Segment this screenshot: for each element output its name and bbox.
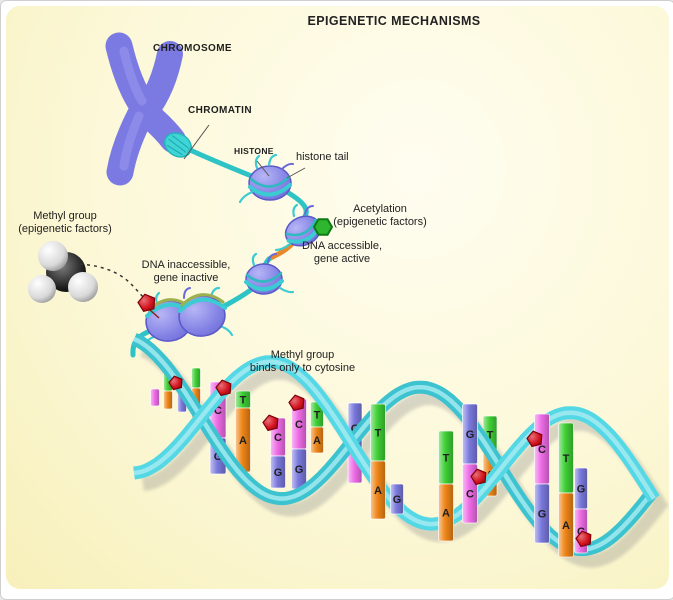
base-letter: C xyxy=(466,489,474,501)
label-methyl-group: Methyl group (epigenetic factors) xyxy=(18,210,112,235)
centromere-cap xyxy=(164,132,192,158)
histone-tail-pointer-line xyxy=(286,167,306,179)
chromosome xyxy=(105,32,186,186)
base-letter: C xyxy=(214,405,222,417)
base-letter: G xyxy=(577,484,586,496)
histone-1 xyxy=(238,153,294,204)
base-bar-A xyxy=(310,426,324,454)
methyl-marks xyxy=(137,293,592,548)
chromosome-sheen xyxy=(119,111,144,171)
hydrogen-atom xyxy=(38,241,68,271)
label-histone-tail: histone tail xyxy=(296,151,349,163)
base-letter: T xyxy=(314,410,321,422)
base-pair: TA xyxy=(438,430,454,542)
methyl-group-molecule xyxy=(28,241,98,303)
methyl-pentagon-icon xyxy=(288,394,305,412)
base-pair: GC xyxy=(462,403,478,524)
methyl-pentagon-icon xyxy=(470,468,487,486)
methyl-pentagon-icon xyxy=(137,293,156,312)
base-bar-A xyxy=(558,492,574,558)
base-letter: G xyxy=(274,467,283,479)
base-letter: G xyxy=(466,429,475,441)
histone-pointer-line xyxy=(256,160,270,177)
label-acetylation: Acetylation (epigenetic factors) xyxy=(333,203,427,228)
base-bar-C xyxy=(150,388,160,407)
condensed-histones xyxy=(143,286,234,347)
methyl-connector xyxy=(149,309,160,319)
methyl-pentagon-icon xyxy=(575,530,592,548)
base-letter: G xyxy=(295,464,304,476)
base-bar-G xyxy=(390,483,404,515)
base-letter: A xyxy=(562,520,570,532)
base-bar-A xyxy=(163,390,173,410)
base-pair: CG xyxy=(534,413,550,544)
base-pair: G xyxy=(390,483,404,515)
base-pair: CG xyxy=(291,398,307,490)
base-pair xyxy=(150,388,160,407)
chromosome-sheen xyxy=(119,46,147,106)
base-letter: C xyxy=(538,444,546,456)
base-bar-G xyxy=(270,455,286,489)
base-letter: A xyxy=(313,435,321,447)
base-letter: T xyxy=(375,428,382,440)
label-dna-accessible: DNA accessible, gene active xyxy=(301,240,383,265)
base-pair: TA xyxy=(370,403,386,520)
label-chromosome: CHROMOSOME xyxy=(153,43,232,54)
base-letter: A xyxy=(442,508,450,520)
base-letter: G xyxy=(538,509,547,521)
base-bar-G xyxy=(534,483,550,544)
methyl-dashed-arrow xyxy=(79,263,147,301)
acetyl-group-hexagon-icon xyxy=(312,218,334,236)
base-letter: T xyxy=(240,395,247,407)
histone-3 xyxy=(244,252,295,295)
chromatin-pointer-line xyxy=(183,124,210,160)
base-letter: T xyxy=(443,453,450,465)
label-histone: HISTONE xyxy=(234,146,274,156)
label-dna-inaccessible: DNA inaccessible, gene inactive xyxy=(141,259,231,284)
methyl-pentagon-icon xyxy=(215,379,232,397)
base-letter: T xyxy=(563,453,570,465)
methyl-pentagon-icon xyxy=(526,430,543,448)
base-pair: TA xyxy=(558,422,574,558)
base-pairs-front: TAGTAGCCGTAGC xyxy=(370,403,588,558)
methyl-pentagon-icon xyxy=(168,375,183,391)
base-bar-A xyxy=(438,483,454,542)
base-letter: C xyxy=(295,419,303,431)
base-bar-T xyxy=(191,367,201,389)
base-letter: A xyxy=(239,435,247,447)
base-letter: T xyxy=(487,430,494,442)
base-bar-A xyxy=(370,460,386,520)
label-methyl-cytosine: Methyl group binds only to cytosine xyxy=(249,349,356,374)
label-chromatin: CHROMATIN xyxy=(188,105,252,116)
base-letter: G xyxy=(393,494,402,506)
methyl-pentagon-icon xyxy=(262,414,279,432)
hydrogen-atom xyxy=(68,272,98,302)
hydrogen-atom xyxy=(28,275,56,303)
base-letter: C xyxy=(274,432,282,444)
base-pair: TA xyxy=(310,401,324,454)
page-title: EPIGENETIC MECHANISMS xyxy=(307,14,481,28)
base-letter: A xyxy=(374,485,382,497)
base-letter: G xyxy=(214,451,223,463)
base-pair: CG xyxy=(270,417,286,489)
base-pair: TA xyxy=(235,390,251,473)
